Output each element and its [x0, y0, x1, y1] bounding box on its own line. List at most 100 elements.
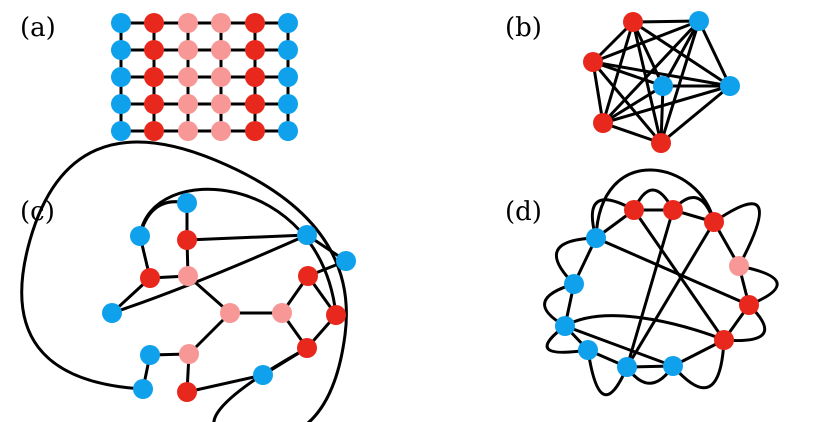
panel-d-edge [563, 314, 726, 342]
panel-a-node-red [144, 13, 164, 33]
panel-b: (b) [505, 11, 740, 153]
panel-b-node-blue [689, 11, 709, 31]
panel-b-edge [659, 19, 701, 145]
panel-c-node-blue [102, 303, 122, 323]
panel-b-node-red [583, 52, 603, 72]
panel-c-edge [185, 233, 309, 242]
panel-d-edge [594, 168, 716, 240]
panel-d-nodes [555, 200, 759, 377]
panel-b-edge [697, 19, 732, 88]
panel-b-node-red [623, 12, 643, 32]
panel-a-node-blue [278, 40, 298, 60]
panel-a-node-blue [278, 67, 298, 87]
panel-b-edge [591, 60, 732, 88]
panel-c-node-blue [130, 226, 150, 246]
panel-a: (a) [20, 13, 298, 141]
panel-b-edge [659, 84, 732, 145]
panel-d-node-red [704, 212, 724, 232]
panel-b-edge [631, 20, 663, 145]
panel-a-node-pink [211, 121, 231, 141]
panel-d: (d) [505, 168, 779, 397]
panel-c-nodes [102, 193, 356, 402]
panel-a-node-red [144, 121, 164, 141]
panel-c-edge [185, 373, 265, 394]
panel-d-node-red [663, 200, 683, 220]
panel-d-edge [594, 236, 751, 307]
panel-b-edge [591, 19, 701, 64]
panel-a-node-red [245, 121, 265, 141]
panel-a-node-red [245, 40, 265, 60]
panel-b-label: (b) [505, 13, 542, 43]
panel-d-edge [722, 303, 767, 343]
panel-a-node-blue [111, 40, 131, 60]
panel-a-node-blue [278, 121, 298, 141]
panel-a-node-blue [111, 94, 131, 114]
panel-b-node-red [593, 113, 613, 133]
panel-b-node-blue [720, 76, 740, 96]
panel-b-edge [591, 60, 663, 145]
panel-a-node-pink [178, 94, 198, 114]
panel-c-node-red [298, 266, 318, 286]
panel-b-edge [631, 20, 665, 88]
panel-b-edges [591, 19, 732, 145]
panel-a-node-red [245, 13, 265, 33]
panel-a-label: (a) [20, 13, 56, 43]
panel-d-node-blue [663, 356, 683, 376]
panel-c-node-pink [272, 303, 292, 323]
panel-c-node-blue [297, 225, 317, 245]
panel-d-edge [590, 198, 636, 240]
panel-d-edge [671, 338, 726, 390]
panel-d-edge [586, 348, 629, 397]
panel-d-edge [712, 202, 761, 268]
panel-a-node-blue [278, 13, 298, 33]
panel-d-node-blue [578, 340, 598, 360]
panel-c-node-blue [133, 379, 153, 399]
panel-d-edge [555, 236, 598, 286]
panel-c-node-red [297, 338, 317, 358]
panel-a-node-pink [178, 40, 198, 60]
panel-a-node-red [144, 40, 164, 60]
panel-b-edge [601, 20, 635, 125]
panel-d-node-red [739, 295, 759, 315]
panel-b-edge [601, 84, 665, 125]
panel-d-node-blue [564, 274, 584, 294]
panel-a-node-pink [178, 67, 198, 87]
panel-c-label: (c) [20, 197, 55, 227]
panel-b-edge [591, 60, 605, 125]
panel-c-edge [110, 233, 309, 315]
panel-a-node-pink [211, 13, 231, 33]
panel-a-node-blue [278, 94, 298, 114]
panel-b-node-blue [653, 76, 673, 96]
panel-c-node-blue [336, 251, 356, 271]
panel-a-node-red [144, 67, 164, 87]
panel-d-edge [625, 208, 675, 369]
panel-a-nodes [111, 13, 298, 141]
panel-d-node-red [714, 330, 734, 350]
panel-a-node-blue [111, 67, 131, 87]
panel-d-node-pink [729, 256, 749, 276]
panel-a-node-pink [178, 13, 198, 33]
panel-a-node-pink [211, 67, 231, 87]
panel-d-node-blue [617, 357, 637, 377]
panel-c-node-blue [177, 193, 197, 213]
panel-a-node-red [245, 94, 265, 114]
panel-d-label: (d) [505, 197, 542, 227]
panel-b-node-red [651, 133, 671, 153]
panel-a-node-red [144, 94, 164, 114]
panel-d-edge [563, 324, 675, 368]
panel-b-edge [601, 84, 732, 125]
panel-c-edge [20, 140, 348, 422]
panel-b-edge [601, 121, 663, 145]
panel-c-node-red [326, 305, 346, 325]
panel-c-node-pink [220, 303, 240, 323]
panel-c: (c) [20, 140, 356, 422]
panel-c-node-blue [253, 365, 273, 385]
panel-d-node-red [624, 200, 644, 220]
panel-c-node-pink [179, 344, 199, 364]
panel-b-edge [591, 60, 665, 88]
panel-d-edge [625, 220, 716, 369]
panel-a-node-pink [178, 121, 198, 141]
panel-a-node-red [245, 67, 265, 87]
panel-a-node-blue [111, 121, 131, 141]
